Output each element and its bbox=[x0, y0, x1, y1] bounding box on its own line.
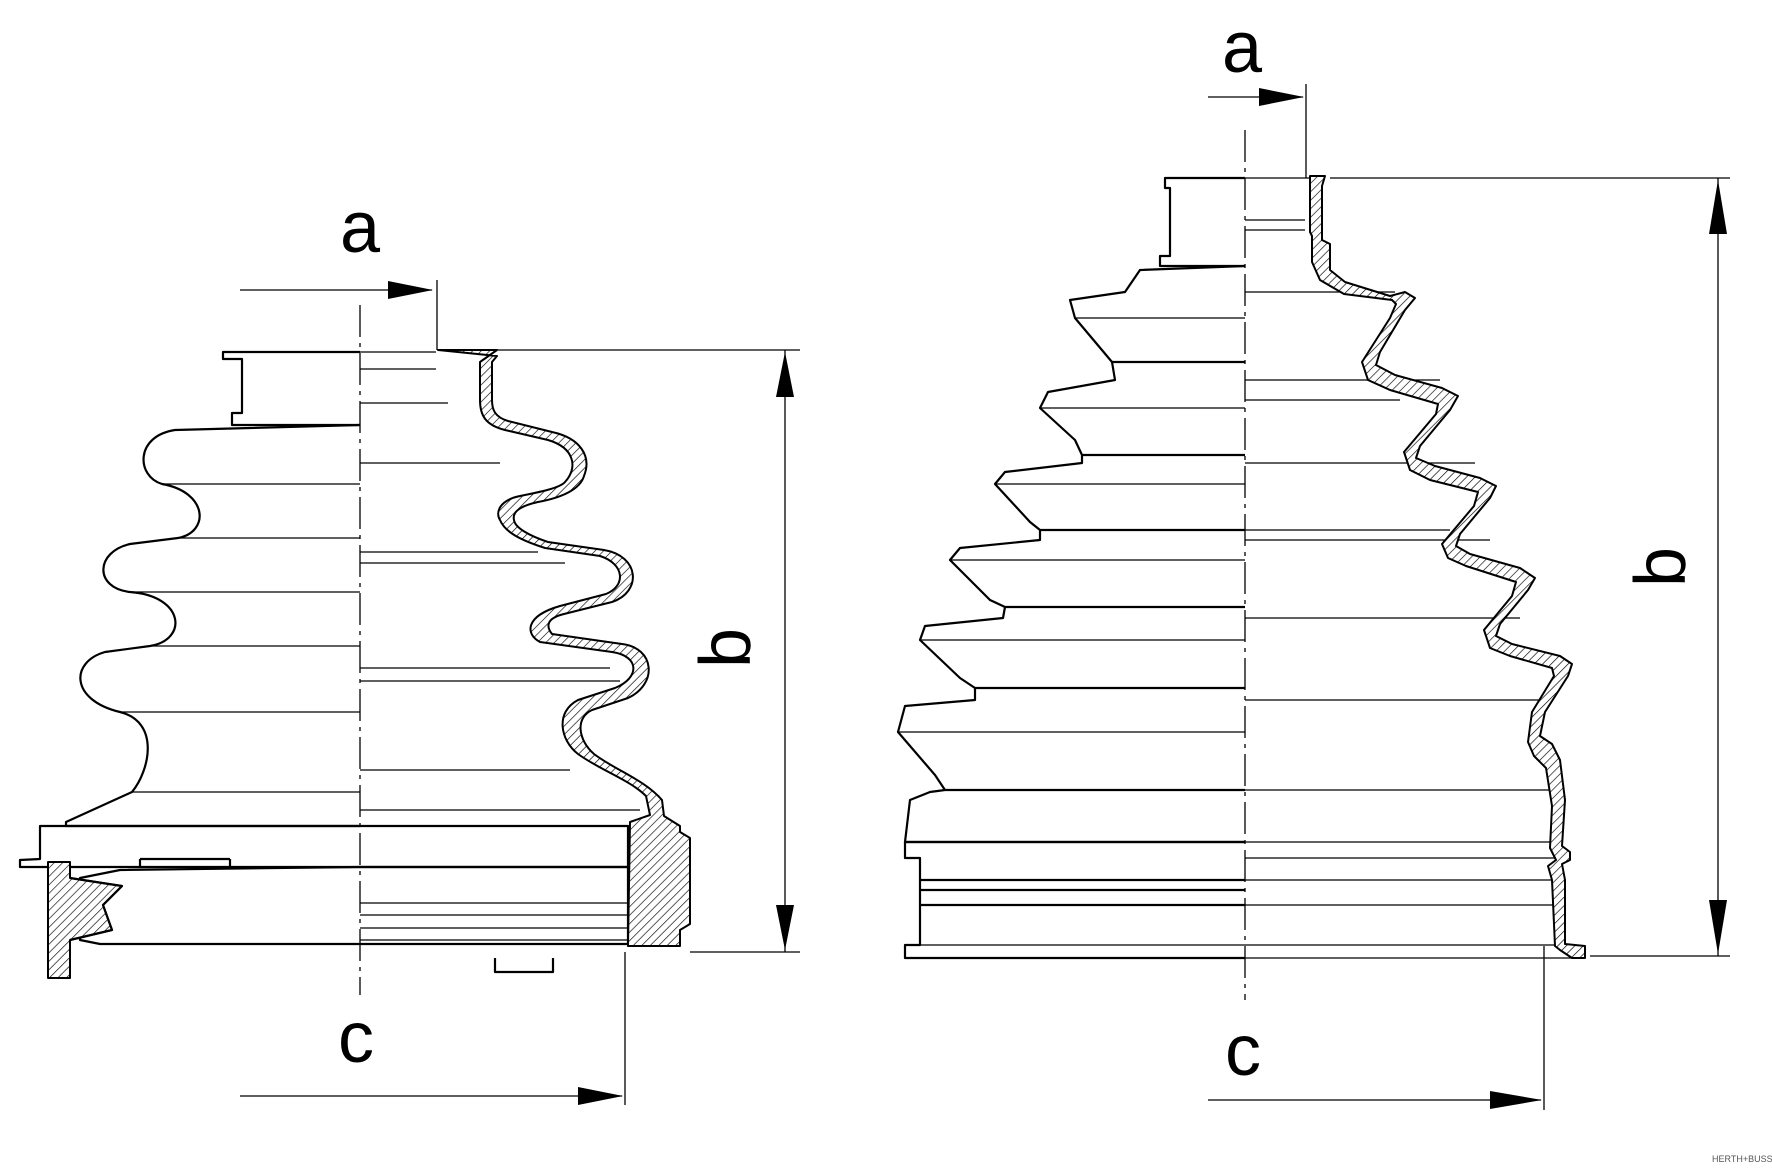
left-collar-tab bbox=[138, 857, 232, 867]
left-lower-collar bbox=[18, 824, 360, 869]
left-bottom-lip bbox=[78, 865, 361, 946]
left-label-a: a bbox=[340, 188, 381, 268]
right-label-c: c bbox=[1225, 1011, 1261, 1091]
left-inner-lip bbox=[360, 865, 630, 946]
left-interior-lines bbox=[360, 351, 640, 941]
right-lower-collar bbox=[903, 840, 1245, 960]
left-bellows-outline bbox=[64, 423, 361, 828]
left-dim-a: a bbox=[240, 188, 438, 350]
left-dim-c: c bbox=[240, 952, 626, 1105]
right-dim-a: a bbox=[1208, 8, 1307, 178]
right-dim-c: c bbox=[1208, 946, 1545, 1110]
left-boot: a b c bbox=[18, 188, 800, 1105]
left-ridge-lines bbox=[120, 483, 360, 793]
right-label-a: a bbox=[1222, 8, 1263, 88]
right-ridge-lines bbox=[898, 317, 1245, 733]
right-interior-lines bbox=[1245, 177, 1580, 959]
left-dim-b: b bbox=[440, 349, 800, 953]
left-wall-section bbox=[437, 349, 691, 947]
right-top-collar bbox=[1158, 176, 1245, 268]
left-label-c: c bbox=[338, 998, 374, 1078]
right-dim-b: b bbox=[1330, 177, 1730, 957]
right-bellows-outline bbox=[896, 264, 1246, 844]
right-label-b: b bbox=[1621, 547, 1701, 587]
left-seal-teeth bbox=[69, 876, 124, 942]
left-bottom-lug bbox=[493, 958, 555, 974]
left-label-b: b bbox=[686, 628, 766, 668]
left-inner-collar bbox=[360, 824, 630, 869]
right-boot: a b c bbox=[896, 8, 1730, 1110]
watermark: HERTH+BUSS bbox=[1712, 1154, 1772, 1164]
right-wall-section bbox=[1309, 175, 1586, 959]
left-top-collar bbox=[221, 350, 360, 427]
